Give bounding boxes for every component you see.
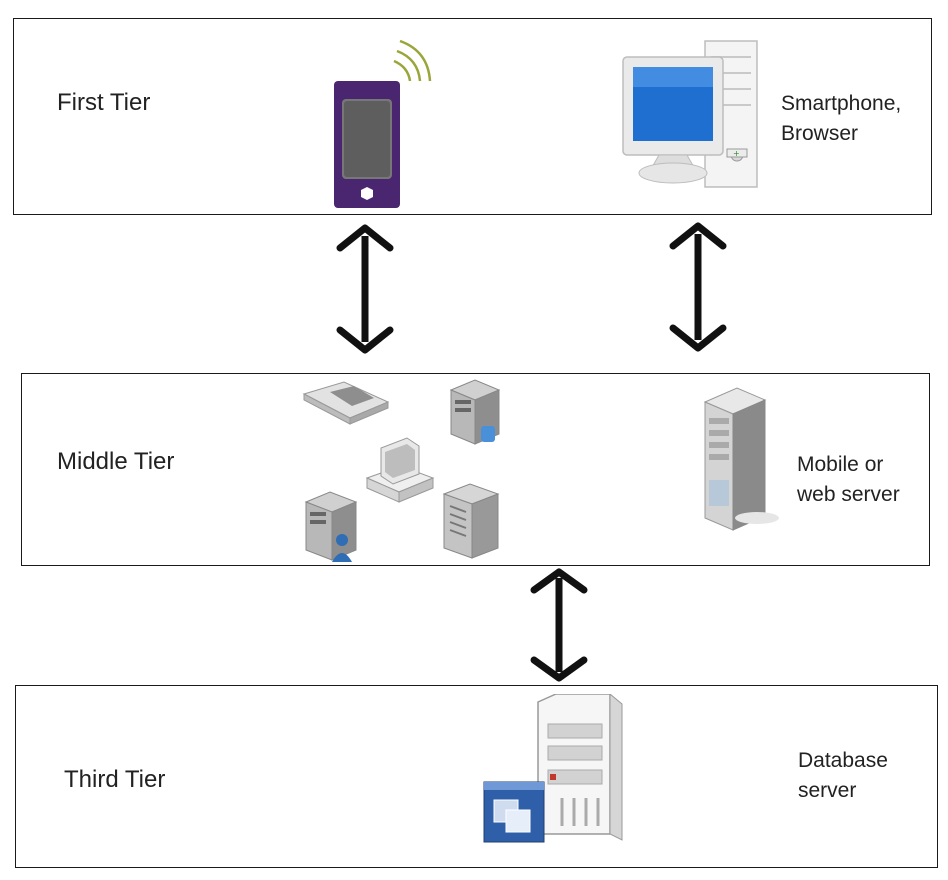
third-tier-label: Third Tier	[64, 766, 166, 793]
tower-server-icon	[699, 384, 779, 534]
third-tier-box: Third Tier Database server	[15, 685, 938, 868]
database-server-icon	[482, 694, 632, 846]
user-server-icon	[302, 490, 366, 564]
workstation-icon	[365, 434, 435, 506]
mainframe-icon	[440, 482, 506, 562]
first-tier-description: Smartphone, Browser	[781, 92, 902, 145]
bidirectional-arrow-center	[528, 566, 590, 684]
desktop-computer-icon: +	[619, 39, 769, 191]
middle-tier-description: Mobile or web server	[797, 453, 900, 506]
svg-text:+: +	[733, 149, 740, 158]
middle-tier-label: Middle Tier	[57, 448, 175, 475]
scanner-icon	[302, 378, 392, 428]
first-tier-label: First Tier	[57, 89, 151, 116]
third-tier-description: Database server	[798, 749, 888, 802]
first-tier-box: First Tier + Smart	[13, 18, 932, 215]
bidirectional-arrow-right	[667, 220, 729, 354]
bidirectional-arrow-left	[334, 222, 396, 356]
smartphone-icon	[332, 37, 432, 212]
middle-tier-box: Middle Tier	[21, 373, 930, 566]
server-icon	[445, 378, 505, 446]
